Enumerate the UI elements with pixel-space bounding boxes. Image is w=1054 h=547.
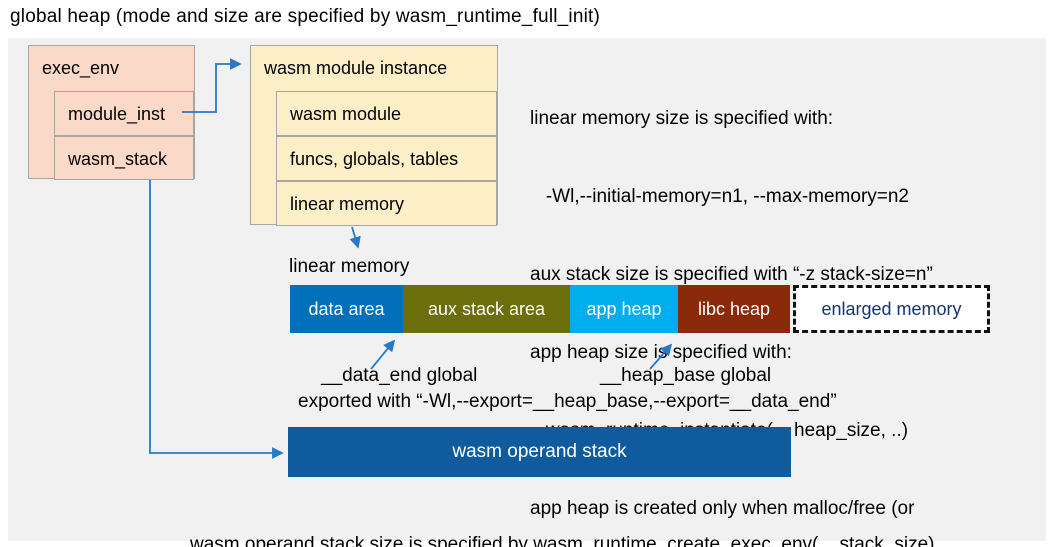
exported-with-label: exported with “-Wl,--export=__heap_base,… [298,391,837,412]
module-instance-row-funcs-globals-tables: funcs, globals, tables [276,136,497,181]
module-instance-row-linear-memory: linear memory [276,181,497,226]
note-line: app heap size is specified with: [530,342,792,363]
exec-env-box: exec_env module_inst wasm_stack [28,45,195,180]
note-line: app heap is created only when malloc/fre… [530,498,915,519]
heap-base-global-label: __heap_base global [600,365,772,386]
note-line: linear memory size is specified with: [530,108,834,129]
linear-memory-label: linear memory [289,256,410,277]
operand-stack-size-notes: wasm operand stack size is specified by … [190,482,935,547]
segment-app-heap: app heap [570,285,678,333]
diagram-title: global heap (mode and size are specified… [10,6,601,27]
note-line: wasm operand stack size is specified by … [190,534,935,547]
data-end-global-label: __data_end global [321,365,478,386]
segment-enlarged-memory: enlarged memory [793,285,990,333]
module-instance-row-wasm-module: wasm module [276,91,497,136]
segment-aux-stack-area: aux stack area [403,285,570,333]
module-instance-title: wasm module instance [264,58,448,78]
note-line: -Wl,--initial-memory=n1, --max-memory=n2 [530,186,909,207]
wasm-operand-stack-bar: wasm operand stack [288,427,791,477]
exec-env-row-module-inst: module_inst [54,91,194,136]
segment-data-area: data area [290,285,403,333]
module-instance-box: wasm module instance wasm module funcs, … [250,45,498,226]
exec-env-title: exec_env [42,58,120,78]
exec-env-row-wasm-stack: wasm_stack [54,136,194,180]
segment-libc-heap: libc heap [678,285,790,333]
note-line: aux stack size is specified with “-z sta… [530,264,933,285]
